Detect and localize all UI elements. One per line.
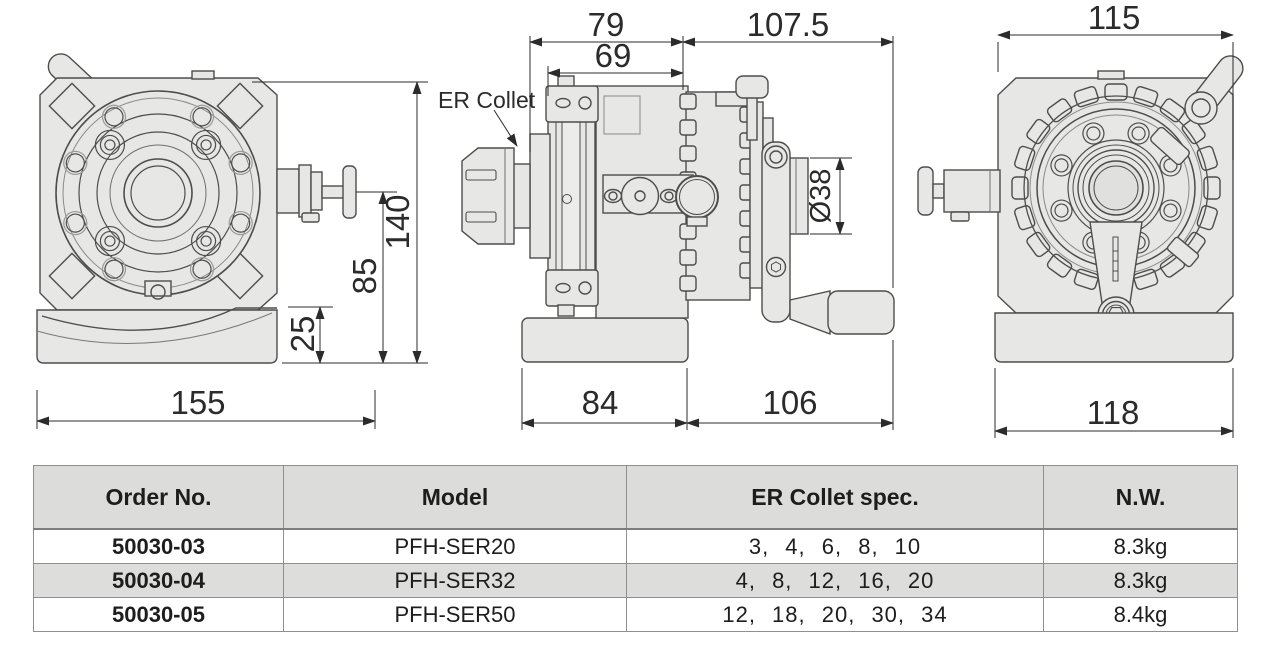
dim-155: 155 [170, 384, 225, 421]
dim-115: 115 [1088, 0, 1141, 36]
cell-nw: 8.3kg [1043, 563, 1238, 598]
dim-25: 25 [284, 316, 321, 353]
dim-118: 118 [1087, 394, 1140, 431]
cell-nw: 8.3kg [1043, 528, 1238, 564]
header-model: Model [283, 465, 627, 530]
cell-model: PFH-SER32 [283, 563, 627, 598]
front-key-tab [144, 280, 172, 300]
rear-view [917, 55, 1244, 363]
side-slide-plate [545, 75, 599, 317]
front-faceplate [55, 90, 261, 296]
side-view-dimensions [493, 36, 894, 430]
table-row: 50030-04 PFH-SER32 4, 8, 12, 16, 20 8.3k… [33, 563, 1238, 598]
cell-order-no: 50030-03 [33, 528, 284, 564]
side-spindle-nose [461, 133, 551, 259]
dim-79: 79 [588, 6, 625, 43]
cell-collet-spec: 3, 4, 6, 8, 10 [626, 528, 1044, 564]
spec-table: Order No. Model ER Collet spec. N.W. 500… [33, 465, 1238, 632]
rear-faceplate [1036, 108, 1196, 268]
front-view [36, 53, 357, 364]
er-collet-nut [461, 147, 515, 245]
front-base [36, 307, 278, 364]
dim-84: 84 [582, 384, 619, 421]
front-side-knob [276, 164, 357, 223]
table-row: 50030-05 PFH-SER50 12, 18, 20, 30, 34 8.… [33, 597, 1238, 632]
front-bolt-holes [63, 104, 253, 282]
cell-collet-spec: 12, 18, 20, 30, 34 [626, 597, 1044, 632]
rear-side-knob [917, 166, 1001, 222]
dim-69: 69 [595, 37, 632, 74]
side-carriage [602, 174, 719, 227]
rear-clamp-lever [1150, 55, 1244, 268]
rear-gear-ring [1011, 83, 1221, 293]
cell-model: PFH-SER50 [283, 597, 627, 632]
dim-107-5: 107.5 [747, 6, 830, 43]
rear-view-dimensions [994, 30, 1234, 438]
front-socket-screws [94, 129, 222, 257]
front-view-dimensions [36, 81, 428, 429]
header-collet-spec: ER Collet spec. [626, 465, 1044, 530]
cell-order-no: 50030-04 [33, 563, 284, 598]
rear-base [994, 312, 1234, 363]
cell-model: PFH-SER20 [283, 528, 627, 564]
spec-table-header-row: Order No. Model ER Collet spec. N.W. [33, 465, 1238, 530]
er-collet-label: ER Collet [438, 87, 536, 113]
dim-140: 140 [379, 194, 416, 249]
cell-nw: 8.4kg [1043, 597, 1238, 632]
header-order-no: Order No. [33, 465, 284, 530]
header-nw: N.W. [1043, 465, 1238, 530]
cell-collet-spec: 4, 8, 12, 16, 20 [626, 563, 1044, 598]
side-view [461, 75, 895, 363]
dim-dia-38: Ø38 [805, 169, 837, 224]
side-base [521, 317, 689, 363]
cell-order-no: 50030-05 [33, 597, 284, 632]
table-row: 50030-03 PFH-SER20 3, 4, 6, 8, 10 8.3kg [33, 528, 1238, 564]
front-corner-clamps [48, 82, 264, 300]
side-plunger-knob [715, 75, 769, 141]
side-crank-handle [761, 141, 895, 336]
dim-85: 85 [346, 258, 383, 295]
dim-106: 106 [762, 384, 817, 421]
technical-drawing: 140 85 25 155 [36, 0, 1244, 438]
